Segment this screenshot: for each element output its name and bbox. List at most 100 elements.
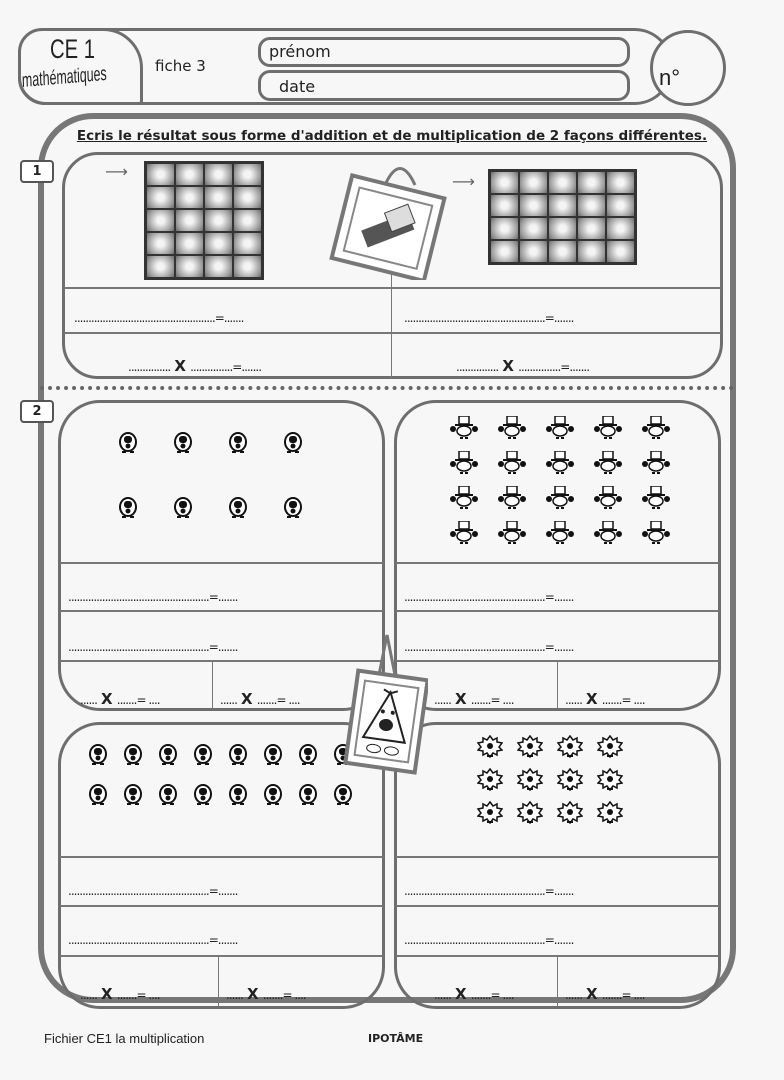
chocolate-square (490, 240, 519, 263)
divider (212, 660, 213, 709)
chocolate-grid-left (144, 161, 264, 280)
multiplication-line[interactable]: ...... X .......= .... (565, 690, 646, 708)
date-field[interactable]: date (258, 70, 630, 101)
character-group (80, 735, 360, 815)
multiplication-line[interactable]: ...... X .......= .... (565, 985, 646, 1003)
exercise-2-panel (58, 722, 385, 1009)
mr-men-character-icon (150, 775, 185, 815)
addition-line[interactable]: ........................................… (404, 640, 574, 654)
sheet-label: fiche 3 (155, 57, 206, 75)
exercise-1-badge: 1 (20, 160, 54, 183)
level-box (18, 28, 143, 105)
multiplication-line[interactable]: ...... X .......= .... (226, 985, 307, 1003)
addition-line[interactable]: ........................................… (404, 933, 574, 947)
chocolate-square (146, 186, 175, 209)
first-name-field[interactable]: prénom (258, 37, 630, 67)
chocolate-square (606, 240, 635, 263)
addition-line[interactable]: ........................................… (68, 933, 238, 947)
divider (557, 660, 558, 709)
mr-men-hat-character-icon (536, 480, 584, 515)
mr-men-hat-character-icon (536, 445, 584, 480)
addition-line[interactable]: ........................................… (404, 884, 574, 898)
mr-men-character-icon (155, 410, 210, 475)
outer-frame (38, 113, 736, 1003)
mr-men-hat-character-icon (584, 410, 632, 445)
multiplication-line[interactable]: ...... X .......= .... (434, 985, 515, 1003)
chocolate-square (175, 232, 204, 255)
mr-men-character-icon (210, 410, 265, 475)
addition-line[interactable]: ........................................… (68, 590, 238, 604)
mr-men-hat-character-icon (440, 480, 488, 515)
chocolate-square (204, 232, 233, 255)
divider (60, 905, 383, 907)
mr-men-spiky-character-icon (510, 730, 550, 763)
multiplication-line[interactable]: ............... X ...............=......… (128, 357, 262, 375)
mr-men-hat-character-icon (440, 515, 488, 550)
mr-men-hat-character-icon (488, 410, 536, 445)
chocolate-square (577, 194, 606, 217)
mr-men-spiky-character-icon (470, 763, 510, 796)
chocolate-square (490, 217, 519, 240)
instruction: Ecris le résultat sous forme d'addition … (76, 128, 708, 144)
footer-file-label: Fichier CE1 la multiplication (44, 1031, 205, 1046)
exercise-2-panel (394, 722, 721, 1009)
multiplication-line[interactable]: ...... X .......= .... (220, 690, 301, 708)
multiplication-line[interactable]: ...... X .......= .... (434, 690, 515, 708)
multiplication-line[interactable]: ...... X .......= .... (80, 985, 161, 1003)
mr-men-hat-character-icon (632, 515, 680, 550)
chocolate-square (548, 240, 577, 263)
dotted-separator (40, 386, 734, 390)
mr-men-character-icon (80, 775, 115, 815)
addition-line[interactable]: ........................................… (404, 590, 574, 604)
chocolate-square (233, 163, 262, 186)
mr-men-character-icon (150, 735, 185, 775)
chocolate-square (606, 194, 635, 217)
chocolate-square (233, 186, 262, 209)
exercise-2-number: 2 (32, 404, 42, 419)
first-name-label: prénom (269, 42, 331, 61)
mr-men-character-icon (80, 735, 115, 775)
chocolate-square (519, 240, 548, 263)
mr-men-character-icon (100, 410, 155, 475)
mr-men-character-icon (265, 410, 320, 475)
chocolate-square (548, 194, 577, 217)
addition-line[interactable]: ........................................… (68, 640, 238, 654)
chocolate-square (519, 217, 548, 240)
mr-men-character-icon (255, 775, 290, 815)
chocolate-square (577, 240, 606, 263)
addition-line[interactable]: ........................................… (74, 311, 244, 325)
character-group (100, 410, 320, 540)
mr-men-character-icon (325, 775, 360, 815)
mr-men-spiky-character-icon (590, 763, 630, 796)
chocolate-square (233, 232, 262, 255)
chocolate-square (146, 209, 175, 232)
mr-men-character-icon (220, 735, 255, 775)
arrow-icon: ⟶ (452, 172, 475, 191)
footer-brand: IPOTÂME (368, 1032, 424, 1045)
mr-men-hat-character-icon (584, 515, 632, 550)
mr-men-hat-character-icon (584, 480, 632, 515)
mr-men-hat-character-icon (632, 410, 680, 445)
chocolate-square (606, 217, 635, 240)
mr-men-character-icon (155, 475, 210, 540)
mr-men-hat-character-icon (632, 480, 680, 515)
chocolate-square (175, 163, 204, 186)
addition-line[interactable]: ........................................… (404, 311, 574, 325)
divider (64, 287, 721, 289)
mr-men-hat-character-icon (488, 515, 536, 550)
chocolate-square (490, 171, 519, 194)
chocolate-square (233, 255, 262, 278)
divider (60, 955, 383, 957)
mr-men-spiky-character-icon (510, 763, 550, 796)
multiplication-line[interactable]: ...... X .......= .... (80, 690, 161, 708)
chocolate-square (175, 209, 204, 232)
multiplication-line[interactable]: ............... X ...............=......… (456, 357, 590, 375)
mr-men-character-icon (290, 775, 325, 815)
mr-men-spiky-character-icon (550, 763, 590, 796)
addition-line[interactable]: ........................................… (68, 884, 238, 898)
number-box[interactable]: n° (650, 30, 726, 106)
arrow-icon: ⟶ (105, 162, 128, 181)
chocolate-square (146, 255, 175, 278)
mr-men-hat-character-icon (488, 480, 536, 515)
